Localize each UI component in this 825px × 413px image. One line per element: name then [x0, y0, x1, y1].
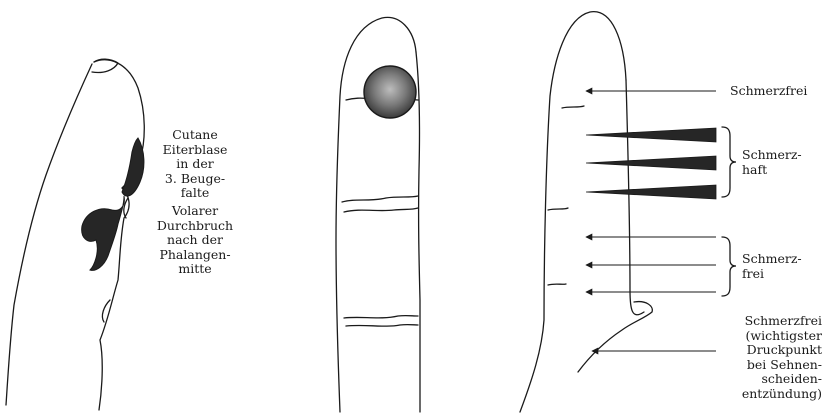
label-schmerzfrei-middle: Schmerz- frei	[742, 252, 822, 281]
middle-finger-crease-2	[342, 196, 418, 202]
right-finger	[520, 12, 652, 412]
volarer-durchbruch	[82, 196, 125, 270]
label-schmerzhaft: Schmerz- haft	[742, 148, 822, 177]
middle-finger-crease-2b	[344, 208, 418, 212]
label-volarer-durchbruch: Volarer Durchbruch nach der Phalangen- m…	[150, 204, 240, 277]
middle-finger-crease-3b	[346, 325, 418, 327]
braces	[722, 127, 736, 296]
wedge-painful-2	[586, 156, 716, 170]
label-schmerzfrei-top: Schmerzfrei	[730, 84, 822, 99]
right-finger-palm-line	[578, 302, 652, 372]
right-finger-outline-right	[626, 80, 644, 315]
left-finger	[6, 59, 144, 410]
left-finger-dorsal-outline	[6, 64, 92, 405]
cutane-eiterblase	[122, 138, 144, 196]
fingertip-abscess	[364, 66, 416, 118]
wedge-painful-3	[586, 185, 716, 199]
painful-wedges	[586, 128, 716, 199]
right-finger-crease	[548, 284, 566, 285]
right-finger-outline-left	[520, 12, 626, 412]
brace-painful	[722, 127, 736, 197]
middle-finger-right-outline	[416, 52, 420, 412]
right-finger-crease	[548, 208, 568, 210]
label-schmerzfrei-bottom: Schmerzfrei (wichtigster Druckpunkt bei …	[718, 314, 822, 401]
wedge-painful-1	[586, 128, 716, 142]
right-finger-crease	[562, 106, 584, 108]
label-cutane-eiterblase: Cutane Eiterblase in der 3. Beuge- falte	[150, 128, 240, 201]
brace-painfree	[722, 237, 736, 296]
middle-finger-crease-3	[344, 316, 418, 318]
